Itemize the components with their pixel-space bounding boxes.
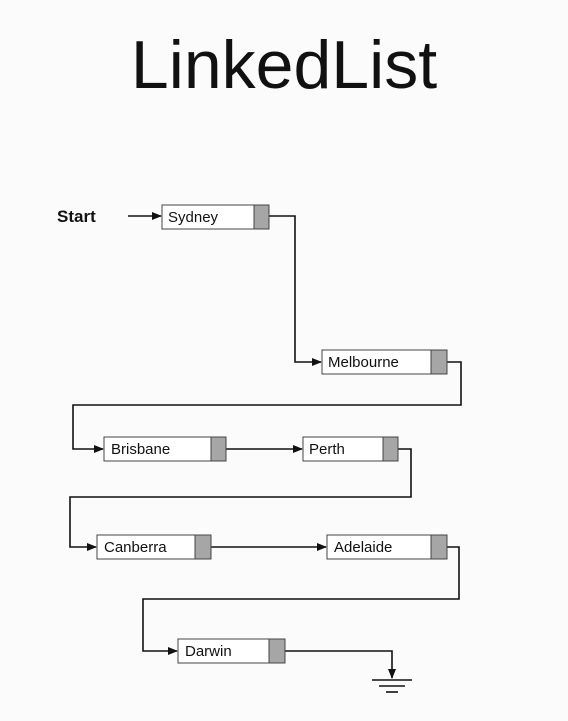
node-label: Melbourne (328, 354, 399, 371)
arrow-melbourne-brisbane (72, 361, 462, 453)
arrow-adelaide-darwin (142, 546, 460, 655)
node-label: Perth (309, 441, 345, 458)
node-darwin: Darwin (177, 638, 286, 664)
node-adelaide: Adelaide (326, 534, 448, 560)
arrow-perth-canberra (69, 448, 412, 551)
node-label: Sydney (168, 209, 219, 226)
arrow-sydney-melbourne (269, 215, 322, 366)
connectors (69, 212, 462, 679)
node-label: Darwin (185, 643, 232, 660)
node-melbourne: Melbourne (321, 349, 448, 375)
node-sydney: Sydney (161, 204, 270, 230)
node-label: Canberra (104, 539, 167, 556)
start-label: Start (57, 207, 96, 226)
node-canberra: Canberra (96, 534, 212, 560)
arrow-darwin-null (285, 650, 396, 679)
node-label: Adelaide (334, 539, 392, 556)
page-title: LinkedList (130, 27, 438, 103)
node-perth: Perth (302, 436, 399, 462)
null-ground-icon (372, 679, 412, 693)
node-label: Brisbane (111, 441, 170, 458)
node-brisbane: Brisbane (103, 436, 227, 462)
